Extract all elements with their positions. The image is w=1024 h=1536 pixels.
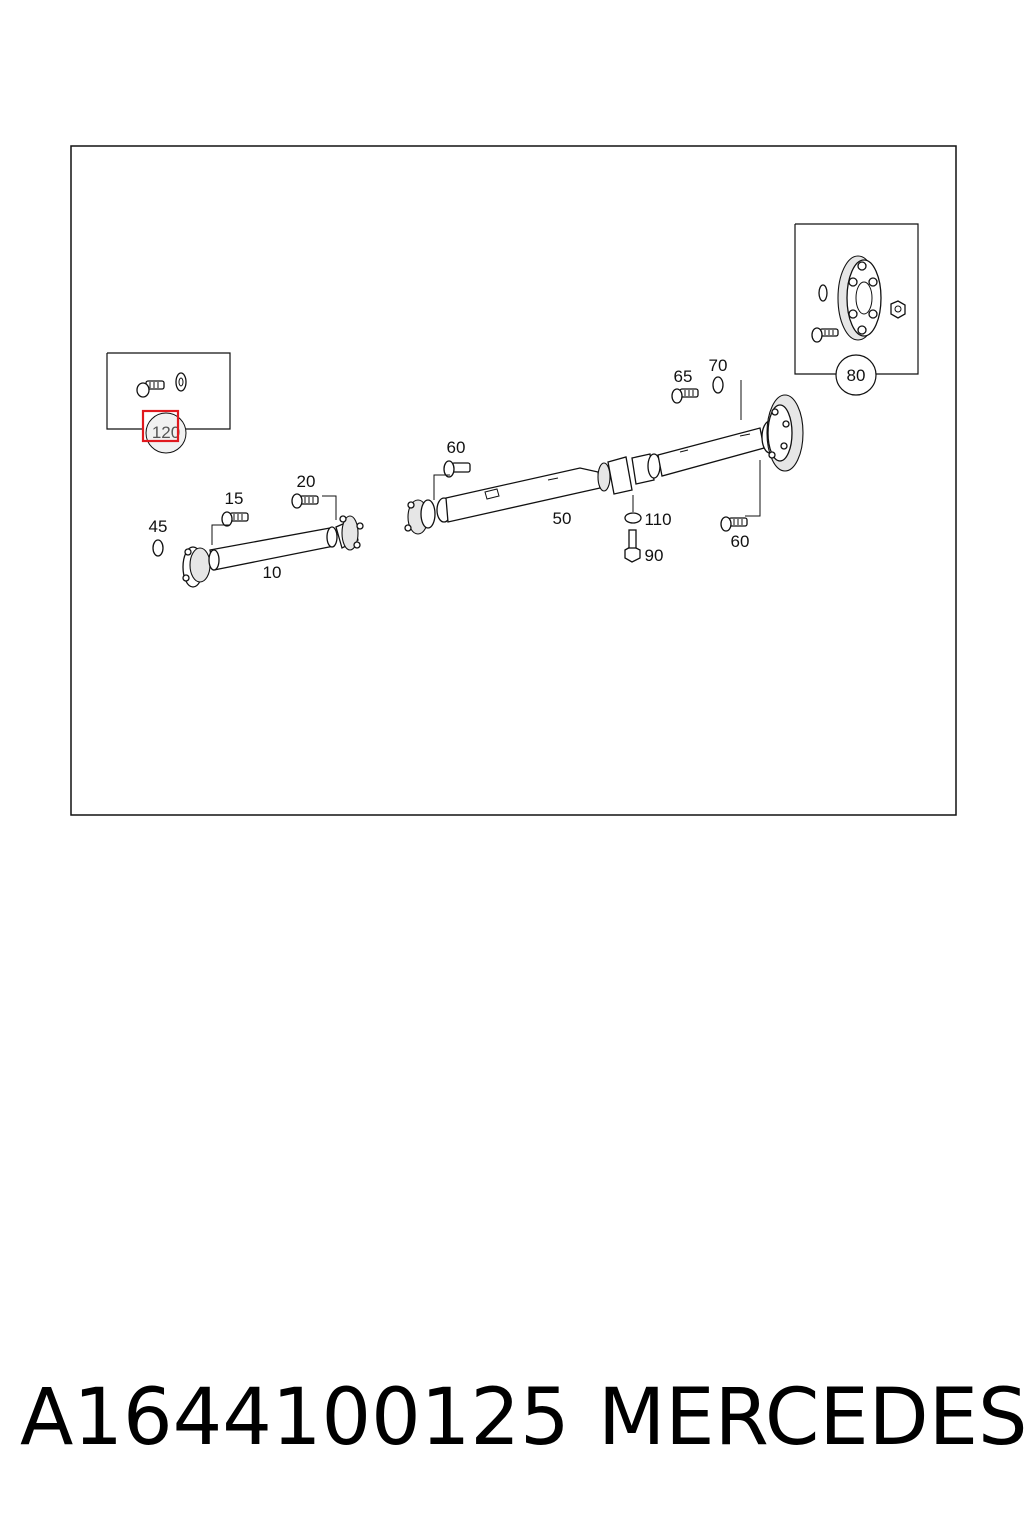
callout-circle-80: [835, 354, 877, 396]
callout-10[interactable]: 10: [263, 563, 282, 582]
callout-60-top[interactable]: 60: [447, 438, 466, 457]
bolt-icon: [291, 493, 319, 509]
callout-50[interactable]: 50: [553, 509, 572, 528]
inset-flex-disc-80: 80: [794, 223, 919, 396]
callout-120[interactable]: 120: [152, 423, 180, 442]
caption-bar: A1644100125 MERCEDES: [0, 1368, 1024, 1478]
bolt-icon: [811, 327, 839, 343]
bolt-icon: [136, 380, 165, 398]
bolt-icon: [671, 388, 699, 404]
inset-kit-120: 120: [106, 352, 231, 454]
callout-circle-120: [145, 412, 187, 454]
callout-80[interactable]: 80: [847, 366, 866, 385]
flex-disc-icon: [837, 255, 882, 341]
bolt-icon: [720, 516, 748, 532]
washer-icon: [818, 284, 828, 302]
callout-65[interactable]: 65: [674, 367, 693, 386]
callout-15[interactable]: 15: [225, 489, 244, 508]
callout-110[interactable]: 110: [644, 510, 671, 529]
callout-60-right[interactable]: 60: [731, 532, 750, 551]
washer-icon: [152, 539, 164, 557]
part-number: A1644100125: [20, 1373, 570, 1463]
diagram-frame: [70, 145, 957, 816]
callout-70[interactable]: 70: [709, 356, 728, 375]
washer-icon: [175, 372, 187, 392]
front-driveshaft-10: [182, 515, 364, 588]
nut-icon: [890, 300, 906, 319]
rear-driveshaft-50: [404, 394, 804, 535]
callout-45[interactable]: 45: [149, 517, 168, 536]
bolt-icon: [443, 460, 471, 478]
bolt-icon: [221, 511, 249, 527]
callout-90[interactable]: 90: [645, 546, 664, 565]
washer-icon: [624, 512, 642, 524]
selection-highlight: [141, 409, 180, 443]
brand-name: MERCEDES: [598, 1373, 1024, 1463]
parts-diagram: 120 80: [70, 145, 957, 816]
bolt-icon: [624, 529, 641, 563]
callout-20[interactable]: 20: [297, 472, 316, 491]
washer-icon: [712, 376, 724, 394]
